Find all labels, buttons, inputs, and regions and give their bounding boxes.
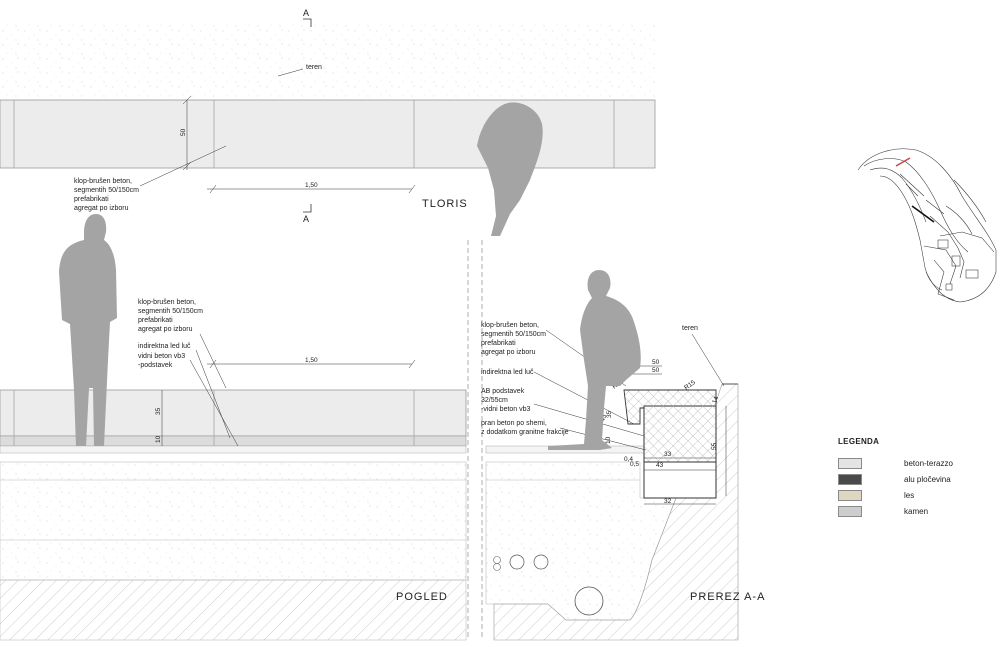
plan-person-silhouette: [477, 102, 543, 236]
section-note: klop-brušen beton, segmentih 50/150cm pr…: [481, 322, 548, 356]
section-dim-w33: 33: [664, 451, 672, 458]
plan-view: 50 1,50 A A teren klop-brušen beton, seg…: [0, 8, 656, 236]
legend-swatch: [838, 473, 862, 485]
legend-swatch: [838, 505, 862, 517]
legend-item: beton-terazzo: [838, 455, 988, 471]
section-dim-top-a: 50: [652, 359, 660, 366]
legend-item: kamen: [838, 503, 988, 519]
elevation-dim-height: 35: [155, 407, 162, 415]
elevation-view: 1,50 35 10 klop-brušen beton, segmentih …: [0, 214, 469, 641]
section-title: PREREZ A-A: [690, 591, 765, 603]
section-drain-pipe: [574, 586, 604, 616]
plan-title: TLORIS: [422, 198, 468, 210]
section-pipe: [509, 554, 525, 570]
section-dim-h14: 14: [711, 395, 720, 405]
section-dim-h45: 45: [599, 413, 608, 423]
elevation-title: POGLED: [396, 591, 448, 603]
elevation-ground-layers: [0, 461, 467, 581]
section-soil: [493, 383, 739, 641]
elevation-subsoil: [0, 579, 467, 641]
section-dim-top-b: 50: [652, 367, 660, 374]
legend-label: kamen: [904, 506, 929, 516]
legend-swatch: [838, 457, 862, 469]
elevation-dim-base: 10: [155, 435, 162, 443]
plan-section-mark-top: A: [303, 8, 309, 18]
location-map: [857, 148, 997, 303]
plan-section-mark-bottom: A: [303, 214, 309, 224]
plan-dim-length: 1,50: [305, 182, 318, 189]
legend-title: LEGENDA: [838, 437, 880, 446]
legend-label: les: [904, 490, 915, 500]
section-view: 50 50 R50 R15 35 45 10 14 55 0,4 0,5 33 …: [481, 240, 765, 641]
section-terrain-label: teren: [682, 325, 698, 332]
legend: LEGENDA beton-terazzo alu pločevina les …: [838, 437, 988, 519]
plan-dim-width: 50: [180, 128, 187, 136]
section-seat-element: [623, 389, 717, 463]
section-ab-note: AB podstavek 32/55cm -vidni beton vb3: [481, 388, 531, 413]
section-dim-h35: 35: [606, 410, 613, 418]
section-dim-w43: 43: [656, 462, 664, 469]
section-dim-w32: 32: [664, 498, 672, 505]
section-dim-w05: 0,5: [630, 461, 639, 468]
legend-item: les: [838, 487, 988, 503]
section-pipe: [533, 554, 549, 570]
elevation-dim-length: 1,50: [305, 357, 318, 364]
plan-segment-joints: [13, 100, 615, 168]
plan-terrain-label: teren: [306, 64, 322, 71]
section-led-note: indirektna led luč: [481, 369, 534, 376]
section-dim-w04: 0,4: [624, 456, 633, 463]
elevation-person-silhouette: [59, 214, 117, 446]
section-person-silhouette: [548, 270, 641, 450]
legend-swatch: [838, 489, 862, 501]
plan-terrain: [0, 22, 655, 100]
elevation-note: klop-brušen beton, segmentih 50/150cm pr…: [138, 299, 205, 333]
section-pipe: [493, 563, 501, 571]
legend-label: alu pločevina: [904, 474, 951, 484]
elevation-led-note: indirektna led luč: [138, 343, 191, 350]
plan-note: klop-brušen beton, segmentih 50/150cm pr…: [74, 178, 141, 212]
section-fill-note: pran beton po shemi, z dodatkom granitne…: [481, 420, 569, 436]
legend-item: alu pločevina: [838, 471, 988, 487]
section-dim-h55: 55: [711, 442, 718, 450]
elevation-bench: [0, 389, 467, 437]
plan-bench: [0, 99, 656, 169]
elevation-base-note: vidni beton vb3 -podstavek: [138, 353, 187, 369]
legend-label: beton-terazzo: [904, 458, 953, 468]
